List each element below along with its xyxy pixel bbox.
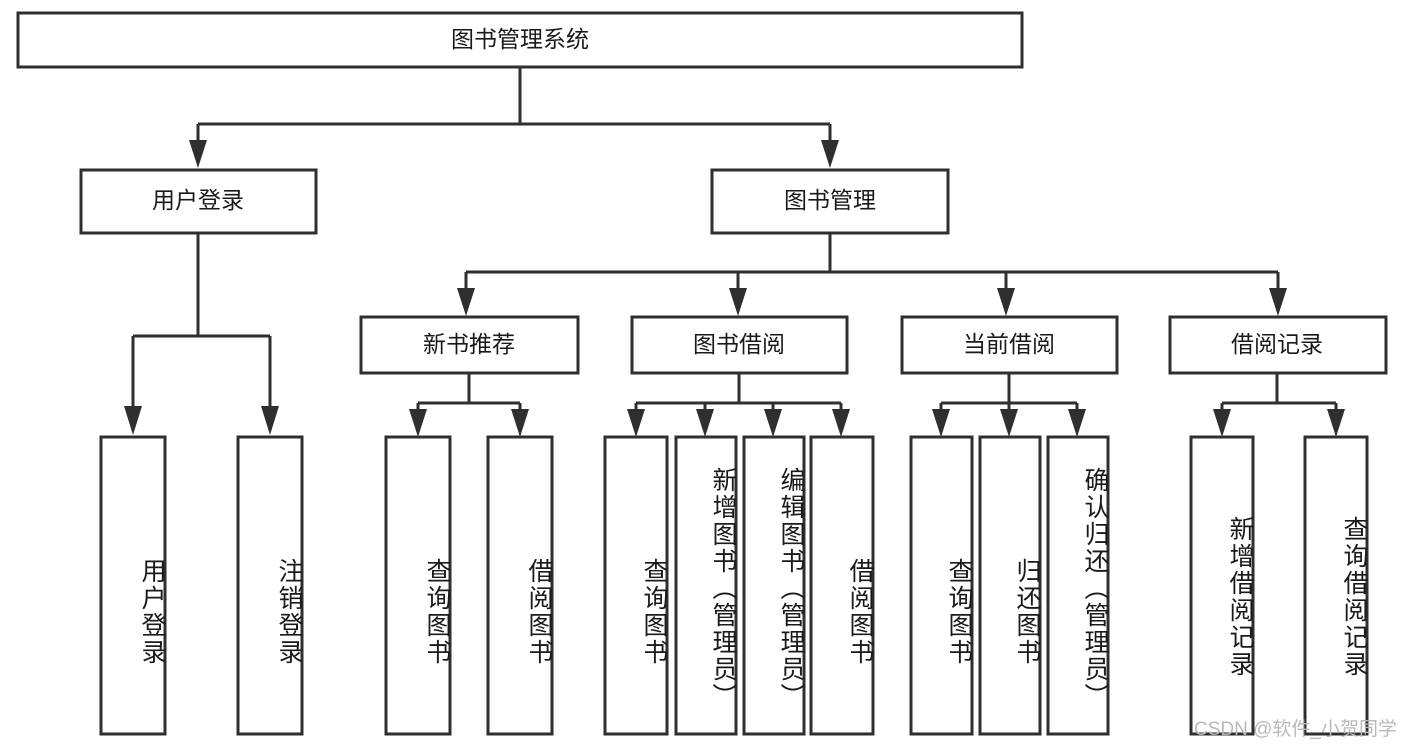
leaf-logout[interactable]	[236, 435, 304, 736]
arrowhead-leaf-query-record	[1327, 409, 1345, 437]
leaf-return-book[interactable]	[978, 435, 1042, 736]
arrowhead-borrow-record	[1269, 288, 1287, 316]
node-book-management[interactable]	[710, 168, 950, 235]
leaf-borrow-book-1[interactable]	[486, 435, 554, 736]
node-root-label: 图书管理系统	[451, 26, 589, 52]
leaf-add-book[interactable]	[674, 435, 738, 736]
arrowhead-leaf-add-book	[696, 409, 714, 437]
node-root[interactable]	[16, 11, 1024, 69]
leaf-borrow-book-2[interactable]	[809, 435, 875, 736]
arrowhead-leaf-logout	[261, 406, 279, 435]
node-new-book-recommend-label: 新书推荐	[423, 331, 515, 357]
arrowhead-leaf-confirm-return	[1068, 409, 1086, 437]
node-book-borrow[interactable]	[630, 315, 849, 375]
node-book-borrow-label: 图书借阅	[693, 331, 785, 357]
arrowhead-book-mgmt	[821, 140, 839, 168]
arrowhead-leaf-query-book-2	[627, 409, 645, 437]
node-current-borrow[interactable]	[900, 315, 1119, 375]
arrowhead-leaf-borrow-book-1	[511, 409, 529, 437]
arrowhead-user-login	[189, 140, 207, 168]
node-current-borrow-label: 当前借阅	[963, 331, 1055, 357]
arrowhead-leaf-borrow-book-2	[832, 409, 850, 437]
leaf-query-book-3[interactable]	[909, 435, 974, 736]
leaf-user-login[interactable]	[99, 435, 167, 736]
arrowhead-leaf-query-book-1	[409, 409, 427, 437]
leaf-query-book-1[interactable]	[384, 435, 452, 736]
arrowhead-leaf-add-record	[1213, 409, 1231, 437]
node-borrow-record-label: 借阅记录	[1231, 331, 1323, 357]
arrowhead-leaf-user-login	[124, 406, 142, 435]
arrowhead-leaf-edit-book	[764, 409, 782, 437]
arrowhead-book-borrow	[729, 288, 747, 316]
node-user-login-label: 用户登录	[152, 187, 244, 213]
leaf-query-borrow-record[interactable]	[1303, 435, 1369, 736]
watermark-text: CSDN @软件_小贺同学	[1194, 719, 1397, 740]
node-user-login[interactable]	[79, 168, 318, 235]
arrowhead-current-borrow	[997, 288, 1015, 316]
arrowhead-leaf-return-book	[1000, 409, 1018, 437]
arrowhead-leaf-query-book-3	[932, 409, 950, 437]
leaf-query-book-2[interactable]	[603, 435, 669, 736]
leaf-add-borrow-record[interactable]	[1189, 435, 1255, 736]
connector-group	[124, 67, 1345, 437]
arrowhead-new-book	[457, 288, 475, 316]
leaf-confirm-return[interactable]	[1046, 435, 1110, 736]
node-borrow-record[interactable]	[1168, 315, 1388, 375]
node-new-book-recommend[interactable]	[359, 315, 580, 375]
leaf-edit-book[interactable]	[742, 435, 806, 736]
node-book-management-label: 图书管理	[784, 187, 876, 213]
